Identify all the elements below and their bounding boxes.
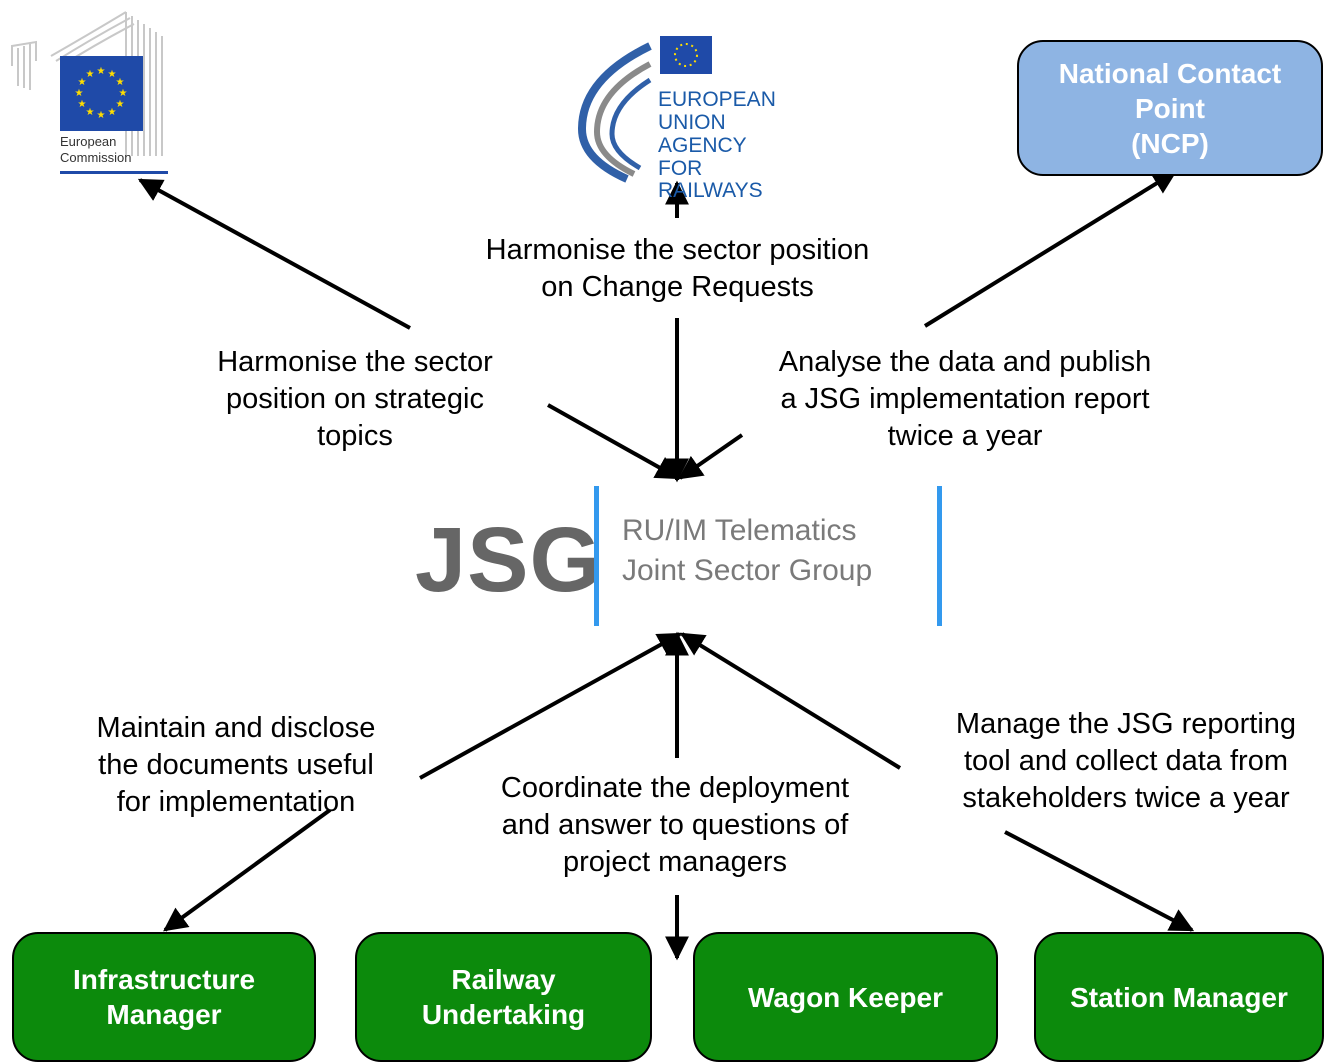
- arrow-ncp-to-jsg: [678, 433, 744, 480]
- jsg-subtitle-line1: RU/IM Telematics: [622, 514, 857, 547]
- arrow-sm-to-jsg: [679, 632, 902, 770]
- agency-railways-logo: EUROPEAN UNION AGENCY FOR RAILWAYS: [572, 34, 812, 202]
- agency-name-line3: AGENCY: [658, 134, 747, 157]
- arrow-to-sm: [1004, 830, 1195, 932]
- agency-swoosh-icon: [577, 42, 652, 183]
- svg-text:★: ★: [116, 99, 125, 110]
- wagon-keeper-box: Wagon Keeper: [693, 932, 998, 1062]
- svg-text:★: ★: [86, 69, 95, 80]
- arrow-to-ncp: [923, 170, 1178, 328]
- commission-action-label: Harmonise the sector position on strateg…: [217, 346, 493, 452]
- svg-text:★: ★: [75, 88, 84, 99]
- svg-text:★: ★: [86, 107, 95, 118]
- infrastructure-manager-box: Infrastructure Manager: [12, 932, 316, 1062]
- agency-flag-icon: [660, 36, 712, 74]
- im-action-label: Maintain and disclose the documents usef…: [96, 712, 376, 818]
- ncp-action-label: Analyse the data and publish a JSG imple…: [778, 346, 1152, 452]
- svg-text:★: ★: [108, 107, 117, 118]
- commission-name-line1: European: [60, 134, 117, 149]
- sm-action-label: Manage the JSG reporting tool and collec…: [955, 708, 1297, 814]
- ru-action-label: Coordinate the deployment and answer to …: [500, 772, 850, 878]
- svg-text:★: ★: [108, 69, 117, 80]
- jsg-subtitle-line2: Joint Sector Group: [622, 554, 873, 587]
- railway-undertaking-box: Railway Undertaking: [355, 932, 652, 1062]
- agency-name-line1: EUROPEAN: [658, 88, 776, 111]
- european-commission-logo: ★★★ ★★★ ★★★ ★★★ European Commission: [6, 6, 182, 178]
- svg-text:★: ★: [116, 77, 125, 88]
- arrow-to-im: [163, 808, 332, 932]
- agency-name-line2: UNION: [658, 111, 726, 134]
- svg-text:★: ★: [78, 99, 87, 110]
- arrow-im-to-jsg: [419, 632, 683, 780]
- commission-building-icon: ★★★ ★★★ ★★★ ★★★: [11, 11, 182, 174]
- jsg-acronym: JSG: [415, 509, 603, 611]
- ncp-box: National Contact Point (NCP): [1017, 40, 1323, 176]
- svg-text:★: ★: [119, 88, 128, 99]
- svg-text:★: ★: [97, 110, 106, 121]
- agency-name-line4: FOR RAILWAYS: [658, 157, 763, 202]
- arrow-commission-to-jsg: [547, 403, 681, 480]
- jsg-left-bar: [594, 486, 599, 626]
- jsg-right-bar: [937, 486, 942, 626]
- station-manager-box: Station Manager: [1034, 932, 1324, 1062]
- agency-action-label: Harmonise the sector position on Change …: [485, 234, 870, 303]
- commission-name-line2: Commission: [60, 150, 132, 165]
- svg-text:★: ★: [97, 66, 106, 77]
- svg-text:★: ★: [78, 77, 87, 88]
- arrow-to-commission: [137, 178, 411, 330]
